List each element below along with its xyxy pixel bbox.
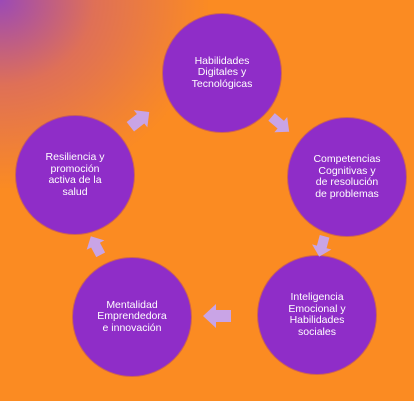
- node-mentalidad-emprendedora: Mentalidad Emprendedora e innovación: [73, 258, 191, 376]
- arrow-emprendedora-to-resiliencia-icon: [86, 236, 106, 258]
- node-competencias-cognitivas: Competencias Cognitivas y de resolución …: [288, 118, 406, 236]
- arrow-emocional-to-emprendedora-icon: [203, 304, 231, 328]
- node-label: Inteligencia Emocional y Habilidades soc…: [288, 291, 346, 338]
- node-label: Resiliencia y promoción activa de la sal…: [45, 151, 105, 198]
- node-label: Competencias Cognitivas y de resolución …: [313, 153, 381, 200]
- arrow-cognitivas-to-emocional-icon: [312, 235, 332, 257]
- arrow-resiliencia-to-digitales-icon: [126, 110, 150, 132]
- node-label: Mentalidad Emprendedora e innovación: [97, 298, 167, 334]
- node-habilidades-digitales: Habilidades Digitales y Tecnológicas: [163, 14, 281, 132]
- arrow-digitales-to-cognitivas-icon: [268, 113, 290, 133]
- node-inteligencia-emocional: Inteligencia Emocional y Habilidades soc…: [258, 256, 376, 374]
- node-resiliencia: Resiliencia y promoción activa de la sal…: [16, 116, 134, 234]
- node-label: Habilidades Digitales y Tecnológicas: [191, 54, 253, 90]
